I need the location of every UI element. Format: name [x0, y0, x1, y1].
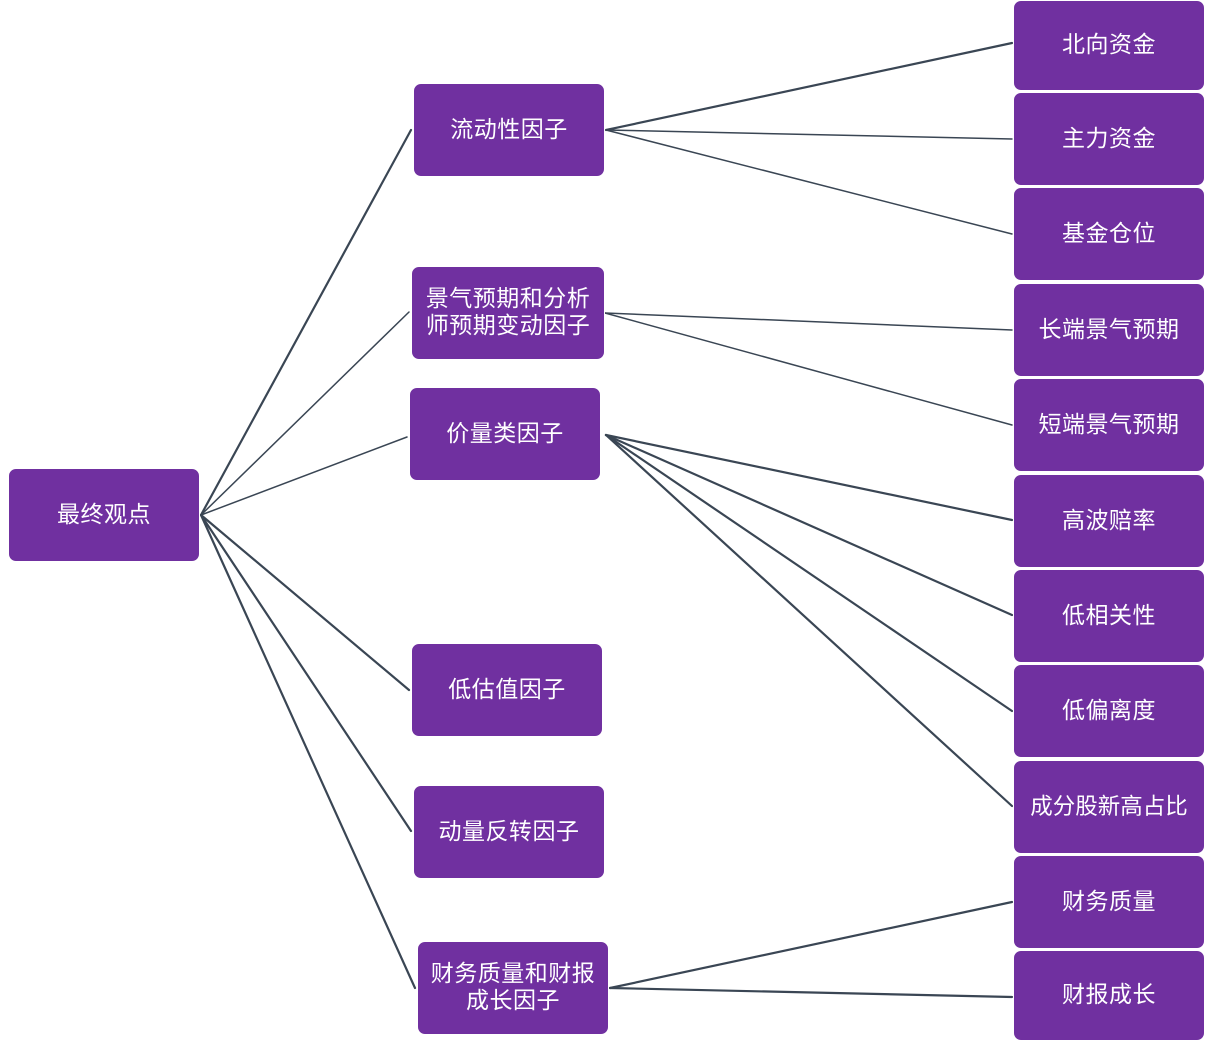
connector-price-volume-high-vol — [604, 433, 1014, 522]
connector-root-liquidity — [199, 128, 413, 517]
connector-prosperity-long-term — [604, 312, 1013, 331]
connector-root-prosperity — [200, 311, 410, 516]
connector-liquidity-northbound — [604, 41, 1014, 132]
leaf-node-main-funds[interactable]: 主力资金 — [1013, 92, 1205, 186]
connector-prosperity-short-term — [604, 312, 1013, 426]
leaf-node-financial-quality[interactable]: 财务质量 — [1013, 855, 1205, 949]
connector-root-price-volume — [200, 436, 408, 516]
factor-node-liquidity[interactable]: 流动性因子 — [413, 83, 605, 177]
factor-node-low-valuation[interactable]: 低估值因子 — [411, 643, 603, 737]
connector-liquidity-main-funds — [605, 129, 1013, 140]
factor-node-financial-quality-growth[interactable]: 财务质量和财报 成长因子 — [417, 941, 609, 1035]
leaf-node-low-deviation[interactable]: 低偏离度 — [1013, 664, 1205, 758]
connector-price-volume-low-corr — [604, 433, 1014, 617]
connector-financial-growth — [608, 986, 1014, 999]
connector-price-volume-new-high — [604, 433, 1014, 808]
leaf-node-long-term-prosperity[interactable]: 长端景气预期 — [1013, 283, 1205, 377]
factor-node-momentum-reversal[interactable]: 动量反转因子 — [413, 785, 605, 879]
leaf-node-fund-position[interactable]: 基金仓位 — [1013, 187, 1205, 281]
leaf-node-constituent-new-high-ratio[interactable]: 成分股新高占比 — [1013, 760, 1205, 854]
factor-node-price-volume[interactable]: 价量类因子 — [409, 387, 601, 481]
leaf-node-northbound-funds[interactable]: 北向资金 — [1013, 0, 1205, 91]
root-node-final-view[interactable]: 最终观点 — [8, 468, 200, 562]
connector-root-valuation — [199, 513, 411, 692]
connector-root-financial — [199, 513, 417, 990]
leaf-node-short-term-prosperity[interactable]: 短端景气预期 — [1013, 378, 1205, 472]
connector-liquidity-fund-position — [605, 129, 1013, 235]
connector-price-volume-low-dev — [604, 433, 1014, 713]
leaf-node-low-correlation[interactable]: 低相关性 — [1013, 569, 1205, 663]
leaf-node-financial-report-growth[interactable]: 财报成长 — [1013, 950, 1205, 1041]
factor-node-prosperity-expectation[interactable]: 景气预期和分析 师预期变动因子 — [411, 266, 605, 360]
connector-financial-quality — [608, 900, 1014, 990]
connector-root-momentum — [199, 513, 413, 833]
leaf-node-high-volatility-odds[interactable]: 高波赔率 — [1013, 474, 1205, 568]
